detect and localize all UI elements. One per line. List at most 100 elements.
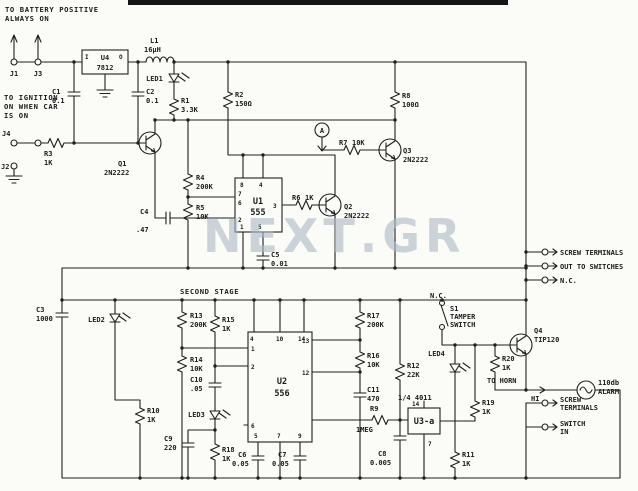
r6-ref: R6 <box>292 194 300 202</box>
tamper-s1-label: S1 <box>450 305 458 313</box>
c5-ref: C5 <box>271 251 279 259</box>
resistor-r5 <box>182 199 194 225</box>
u1-pin7: 7 <box>238 191 242 198</box>
terminal-j1-label: J1 <box>10 70 18 78</box>
ignition-note-line1: TO IGNITION <box>4 93 58 102</box>
terminal-out-switches <box>541 262 549 270</box>
u2-ref: U2 <box>277 377 287 387</box>
transistor-q1 <box>138 131 162 155</box>
resistor-r4 <box>182 169 194 195</box>
u2-pin4: 4 <box>250 336 254 343</box>
c9-val: 220 <box>164 444 177 452</box>
watermark: ΝΕΧΤ.GR <box>203 209 465 263</box>
r8-val: 100Ω <box>402 101 419 109</box>
resistor-r1 <box>168 94 180 120</box>
terminal-j1 <box>10 58 18 66</box>
u1-pin2: 2 <box>238 217 242 224</box>
r16-val: 10K <box>367 361 380 369</box>
u1-ref: U1 <box>253 197 263 207</box>
terminal-j2-label: J2 <box>1 163 9 171</box>
c8-ref: C8 <box>378 450 386 458</box>
screw-bottom-label-line2: TERMINALS <box>560 404 598 412</box>
ground-u4 <box>96 89 114 98</box>
resistor-r18 <box>209 439 221 465</box>
screw-bottom-label-line1: SCREW <box>560 396 582 404</box>
resistor-r11 <box>449 447 461 473</box>
battery-note-line1: TO BATTERY POSITIVE <box>5 5 99 14</box>
ic-u4-7812-box <box>81 49 129 75</box>
resistor-r3 <box>43 137 69 149</box>
c1-val: 0.1 <box>52 97 65 105</box>
resistor-r12 <box>394 359 406 385</box>
c10-val: .05 <box>190 385 203 393</box>
r19-ref: R19 <box>482 399 495 407</box>
terminal-j2 <box>10 162 18 170</box>
tamper-switch-s1 <box>438 299 449 331</box>
r9-val: 1MEG <box>356 426 373 434</box>
second-stage-label: SECOND STAGE <box>180 287 239 296</box>
r7-val: 10K <box>352 139 365 147</box>
q4-part: TIP120 <box>534 336 559 344</box>
capacitor-c9 <box>181 434 195 456</box>
r10-ref: R10 <box>147 407 160 415</box>
u2-pin6: 6 <box>251 423 255 430</box>
ignition-note-line3: IS ON <box>4 111 29 120</box>
u2-pin1: 1 <box>251 346 255 353</box>
led2-symbol <box>109 307 131 329</box>
u1-pin3: 3 <box>273 203 277 210</box>
resistor-r19 <box>469 396 481 422</box>
resistor-r10 <box>134 403 146 429</box>
to-horn-label: TO HORN <box>487 377 517 385</box>
u3-part: 1/4 4011 <box>398 394 432 402</box>
r11-ref: R11 <box>462 451 475 459</box>
terminal-j4 <box>10 139 18 147</box>
r14-val: 10K <box>190 365 203 373</box>
capacitor-c6 <box>251 447 265 469</box>
q2-ref: Q2 <box>344 203 352 211</box>
cropped-title-bar <box>128 0 508 5</box>
q4-ref: Q4 <box>534 327 542 335</box>
u1-pin5: 5 <box>258 224 262 231</box>
u2-pin10: 10 <box>276 336 284 343</box>
q2-part: 2N2222 <box>344 212 369 220</box>
r18-val: 1K <box>222 455 231 463</box>
led4-symbol <box>449 357 471 379</box>
r13-ref: R13 <box>190 312 203 320</box>
terminal-nc <box>541 276 549 284</box>
u3-ref: U3-a <box>414 417 434 427</box>
c1-ref: C1 <box>52 88 60 96</box>
ground-j2 <box>5 175 23 184</box>
resistor-r13 <box>176 307 188 333</box>
u2-part: 556 <box>274 389 289 399</box>
transistor-q4 <box>509 333 533 357</box>
q3-ref: Q3 <box>403 147 411 155</box>
r2-val: 150Ω <box>235 100 252 108</box>
r5-val: 10K <box>196 213 209 221</box>
capacitor-c10 <box>208 374 222 396</box>
capacitor-c3 <box>55 304 69 326</box>
resistor-r14 <box>176 351 188 377</box>
r10-val: 1K <box>147 416 156 424</box>
u1-pin4: 4 <box>259 182 263 189</box>
resistor-r20 <box>489 351 501 377</box>
switch-in-label-line1: SWITCH <box>560 420 585 428</box>
u4-pin-in: I <box>85 54 89 61</box>
c5-val: 0.01 <box>271 260 288 268</box>
junction-dots <box>60 60 528 480</box>
node-a-label: A <box>320 127 325 135</box>
r14-ref: R14 <box>190 356 203 364</box>
capacitor-c7 <box>293 447 307 469</box>
capacitor-c1 <box>67 83 81 105</box>
r3-val: 1K <box>44 159 53 167</box>
u4-pin-out: O <box>119 54 123 61</box>
u1-pin6: 6 <box>238 200 242 207</box>
r5-ref: R5 <box>196 204 204 212</box>
u2-pin14: 14 <box>298 336 306 343</box>
r12-val: 22K <box>407 371 420 379</box>
c7-ref: C7 <box>278 451 286 459</box>
c8-val: 0.005 <box>370 459 391 467</box>
resistor-r2 <box>222 87 234 113</box>
r18-ref: R18 <box>222 446 235 454</box>
tamper-nc-label: N.C. <box>430 292 447 300</box>
capacitor-c2 <box>131 83 145 105</box>
